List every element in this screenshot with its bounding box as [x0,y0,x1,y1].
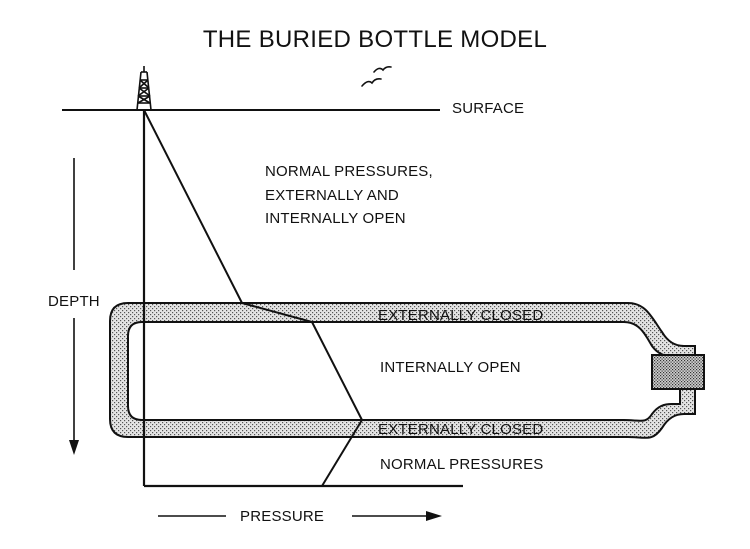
pressure-gradient-line [143,109,364,487]
normal-pressures-open-label-line-3: INTERNALLY OPEN [265,210,406,227]
pressure-arrow [158,511,442,521]
pressure-label: PRESSURE [240,508,325,525]
derrick-icon [133,66,155,111]
normal-pressures-bottom-label: NORMAL PRESSURES [380,456,544,473]
diagram-title: THE BURIED BOTTLE MODEL [202,26,548,53]
depth-arrow [69,158,79,455]
bottle-shell [109,302,696,439]
birds-icon [361,66,392,87]
depth-label: DEPTH [48,293,100,310]
externally-closed-top-label: EXTERNALLY CLOSED [378,307,544,324]
bottle-stopper [651,354,705,390]
normal-pressures-open-label-line-2: EXTERNALLY AND [265,187,399,204]
normal-pressures-open-label-line-1: NORMAL PRESSURES, [265,163,433,180]
internally-open-label: INTERNALLY OPEN [380,359,521,376]
surface-label: SURFACE [452,100,525,117]
externally-closed-bottom-label: EXTERNALLY CLOSED [378,421,544,438]
